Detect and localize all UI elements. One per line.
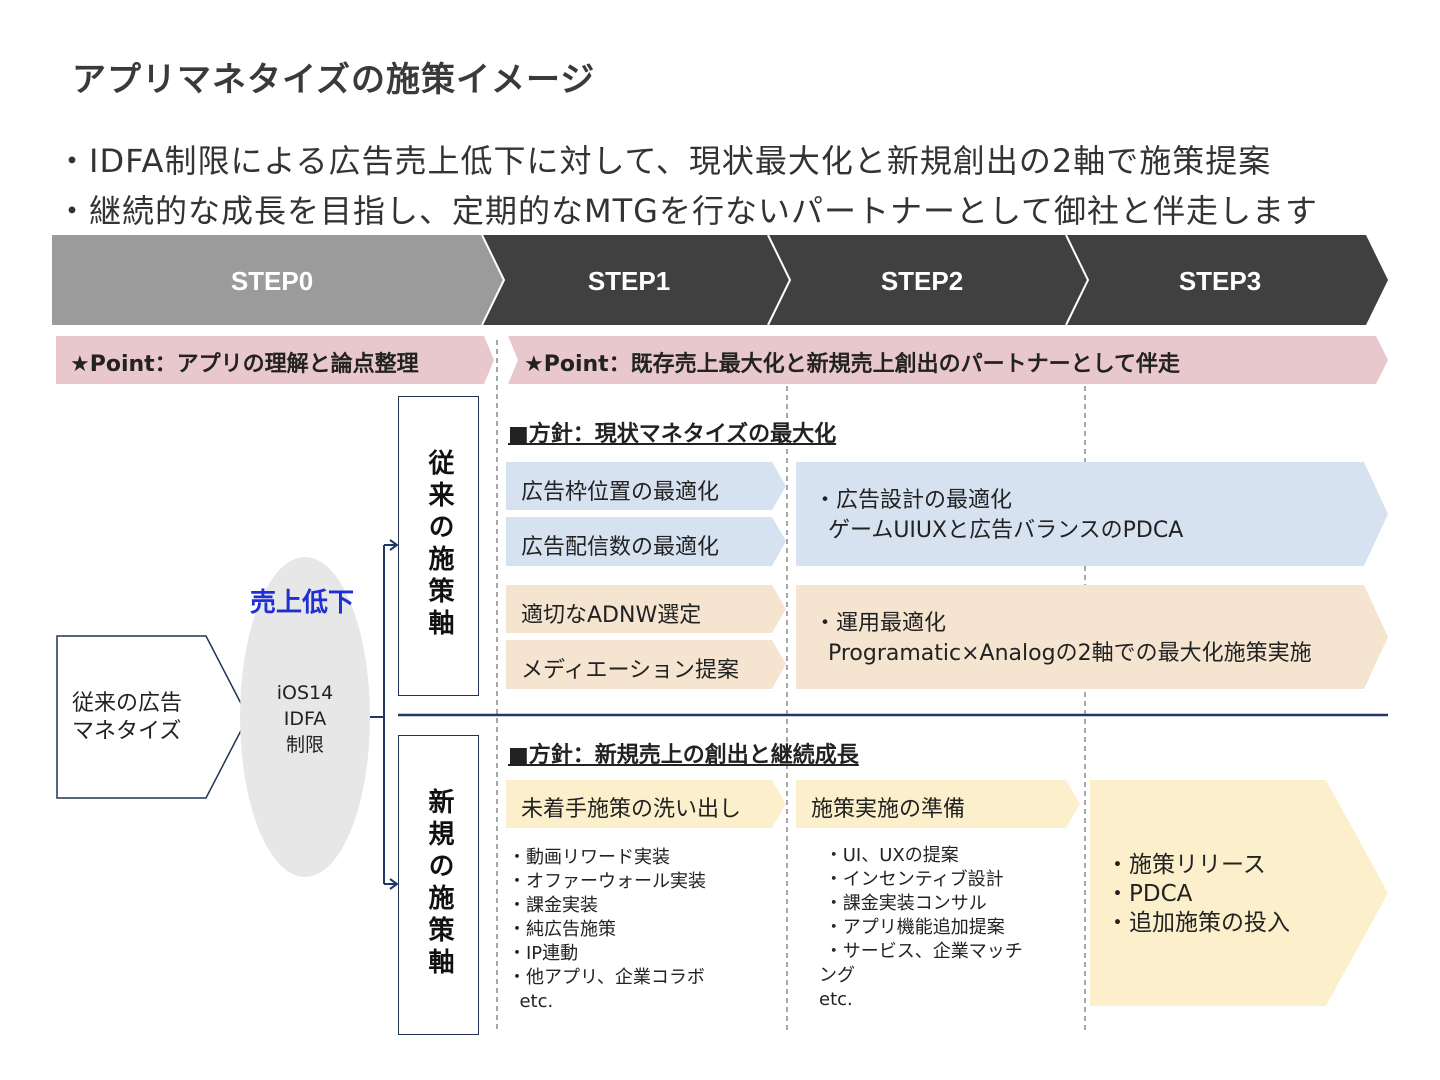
policy-new: ■方針：新規売上の創出と継続成長: [508, 743, 859, 768]
new-axis-box: 新規の施策軸: [398, 735, 479, 1035]
ad-position-shape: [506, 462, 786, 510]
step0-chevron: [52, 235, 506, 325]
ad-design-shape: [796, 462, 1388, 566]
sales-drop-label: 売上低下: [250, 588, 355, 618]
idfa-ellipse: [240, 557, 370, 877]
bullet-2: ・継続的な成長を目指し、定期的なMTGを行ないパートナーとして御社と伴走します: [56, 192, 1318, 230]
step1-new-title: 未着手施策の洗い出し: [521, 797, 742, 822]
mediation-label: メディエーション提案: [521, 658, 740, 683]
ops-label: ・運用最適化 Programatic×Analogの2軸での最大化施策実施: [814, 611, 1312, 666]
step3-label: STEP3: [1178, 266, 1262, 296]
ad-frequency-label: 広告配信数の最適化: [521, 535, 720, 560]
step2-new-title: 施策実施の準備: [811, 797, 966, 822]
point-bar-rest: [508, 336, 1388, 384]
point-step0: ★Point：アプリの理解と論点整理: [70, 352, 419, 377]
step2-chevron: [768, 235, 1090, 325]
point-bar-step0: [56, 336, 494, 384]
step3-chevron: [1066, 235, 1388, 325]
mediation-shape: [506, 640, 786, 689]
step2-new-list: ・UI、UXの提案 ・インセンティブ設計 ・課金実装コンサル ・アプリ機能追加提…: [819, 845, 1023, 1010]
policy-existing: ■方針：現状マネタイズの最大化: [508, 422, 837, 447]
existing-axis-box: 従来の施策軸: [398, 396, 479, 696]
step2-new-shape: [796, 780, 1080, 828]
adnw-label: 適切なADNW選定: [521, 603, 702, 628]
existing-axis-label: 従来の施策軸: [424, 449, 454, 641]
bullet-1: ・IDFA制限による広告売上低下に対して、現状最大化と新規創出の2軸で施策提案: [56, 142, 1272, 180]
step3-new-list: ・施策リリース ・PDCA ・追加施策の投入: [1106, 852, 1290, 936]
step3-new-shape: [1090, 780, 1388, 1006]
ad-design-label: ・広告設計の最適化 ゲームUIUXと広告バランスのPDCA: [814, 488, 1184, 543]
step1-label: STEP1: [587, 266, 671, 296]
step0-label: STEP0: [230, 266, 314, 296]
current-monetize-label: 従来の広告 マネタイズ: [72, 691, 183, 744]
ops-shape: [796, 585, 1388, 689]
current-monetize-shape: [56, 635, 249, 799]
ad-frequency-shape: [506, 517, 786, 566]
page-title: アプリマネタイズの施策イメージ: [72, 60, 596, 100]
adnw-shape: [506, 585, 786, 633]
new-axis-label: 新規の施策軸: [424, 788, 454, 980]
step2-label: STEP2: [880, 266, 964, 296]
step1-new-shape: [506, 780, 786, 828]
step1-chevron: [482, 235, 792, 325]
point-rest: ★Point：既存売上最大化と新規売上創出のパートナーとして伴走: [524, 352, 1181, 377]
step1-new-list: ・動画リワード実装 ・オファーウォール実装 ・課金実装 ・純広告施策 ・IP連動…: [508, 847, 706, 1012]
idfa-cause-label: iOS14 IDFA 制限: [276, 682, 334, 756]
ad-position-label: 広告枠位置の最適化: [521, 480, 720, 505]
